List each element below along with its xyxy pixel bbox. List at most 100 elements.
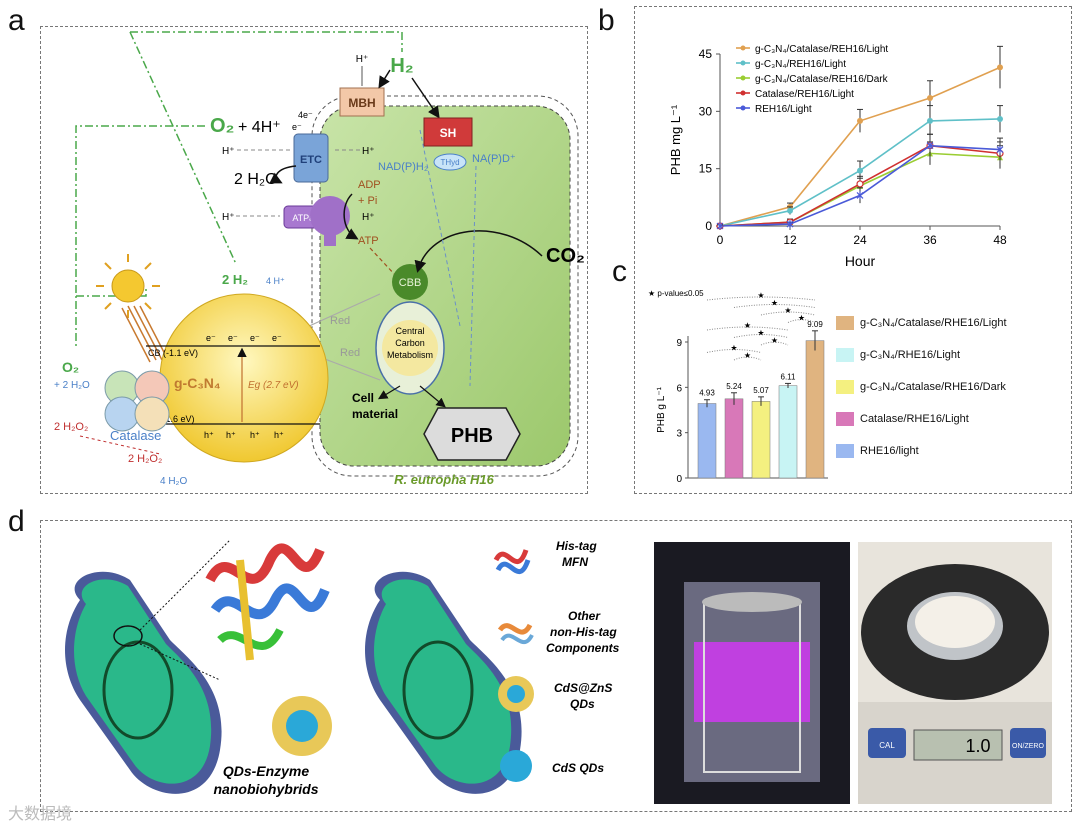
legend-label: REH16/Light	[755, 104, 812, 115]
significance-bracket	[733, 304, 816, 308]
panel-d-frame	[40, 520, 1072, 812]
catalase-label: Catalase	[110, 428, 161, 443]
value-label: 9.09	[807, 320, 823, 329]
value-label: 5.24	[726, 382, 742, 391]
red-label-2: Red	[340, 347, 360, 359]
cell-material-1: Cell	[352, 391, 374, 405]
legend-item: g-C₃N₄/Catalase/RHE16/Dark	[836, 380, 1006, 394]
significance-star: ★	[744, 351, 751, 360]
h-label-3: h⁺	[250, 430, 260, 440]
x-tick-label: 48	[993, 233, 1007, 247]
reactor-photo	[654, 542, 850, 804]
o2-rhs-label: + 4H⁺	[238, 119, 281, 136]
four-h2o-label: 4 H₂O	[160, 476, 187, 487]
y-tick-label: 0	[676, 474, 682, 485]
legend-label: g-C₃N₄/REH16/Light	[755, 59, 846, 70]
legend-label: Catalase/RHE16/Light	[860, 413, 969, 425]
legend-label: g-C₃N₄/Catalase/RHE16/Dark	[860, 381, 1006, 393]
legend-label: g-C₃N₄/Catalase/REH16/Dark	[755, 74, 889, 85]
data-point	[716, 222, 724, 230]
other-label-2: non-His-tag	[550, 625, 617, 639]
data-point	[857, 117, 863, 124]
legend-swatch	[836, 412, 854, 426]
water-label: 2 H₂O	[234, 171, 278, 188]
x-tick-label: 36	[923, 233, 937, 247]
h-label-2: h⁺	[226, 430, 236, 440]
legend-marker	[740, 45, 746, 51]
hybrid-label-1: QDs-Enzyme	[223, 763, 310, 779]
significance-note: ★ p-value≤0.05	[648, 289, 704, 298]
other-components-icon	[497, 623, 534, 644]
e-label-1: e⁻	[206, 333, 216, 343]
y-tick-label: 45	[699, 47, 713, 61]
h-label-1: h⁺	[204, 430, 214, 440]
significance-star: ★	[784, 306, 791, 315]
adp-label: ADP	[358, 179, 381, 191]
scale-display: 1.0	[965, 736, 990, 756]
cds-zns-label-2: QDs	[570, 697, 595, 711]
significance-star: ★	[771, 336, 778, 345]
red-label-1: Red	[330, 315, 350, 327]
phb-label: PHB	[451, 425, 493, 447]
h-atp-right: H⁺	[362, 212, 375, 223]
y-tick-label: 0	[705, 219, 712, 233]
significance-star: ★	[730, 344, 737, 353]
e-label-4: e⁻	[272, 333, 282, 343]
scale-photo: CAL ON/ZERO 1.0	[858, 542, 1052, 804]
data-point	[996, 145, 1004, 154]
panel-d-illustration: QDs-Enzyme nanobiohybrids His-tag MFN Ot…	[65, 539, 620, 797]
h-label-4: h⁺	[274, 430, 284, 440]
scale-button-left: CAL	[879, 741, 895, 750]
eg-label: Eg (2.7 eV)	[248, 380, 299, 391]
panel-letter-d: d	[8, 505, 25, 538]
significance-star: ★	[798, 314, 805, 323]
y-tick-label: 9	[676, 338, 682, 349]
cell-material-2: material	[352, 407, 398, 421]
sh-label: SH	[440, 126, 457, 140]
sun-icon	[96, 254, 160, 318]
value-label: 6.11	[781, 372, 797, 381]
cds-label: CdS QDs	[552, 761, 604, 775]
significance-bracket	[733, 356, 762, 361]
central-metabolism-2: Carbon	[395, 338, 425, 348]
significance-star: ★	[757, 291, 764, 300]
legend-label: Catalase/REH16/Light	[755, 89, 854, 100]
his-tag-label-1: His-tag	[556, 539, 597, 553]
legend-item: RHE16/light	[836, 444, 919, 458]
two-h2-label: 2 H₂	[222, 272, 248, 287]
e-label-2: e⁻	[228, 333, 238, 343]
legend-label: g-C₃N₄/RHE16/Light	[860, 349, 961, 361]
y-tick-label: 3	[676, 429, 682, 440]
significance-bracket	[760, 341, 789, 346]
significance-star: ★	[757, 329, 764, 338]
legend-item: g-C₃N₄/RHE16/Light	[836, 348, 960, 362]
co2-label: CO₂	[546, 245, 585, 267]
e-label-3: e⁻	[250, 333, 260, 343]
hybrid-label-2: nanobiohybrids	[214, 781, 319, 797]
watermark: 大数据境	[8, 806, 73, 823]
gc3n4-label: g-C₃N₄	[174, 375, 221, 391]
bar	[697, 403, 717, 479]
data-point	[856, 180, 864, 188]
e-minus-label: e⁻	[292, 122, 302, 132]
vb-label: VB (1.6 eV)	[148, 414, 195, 424]
bacterium-left	[65, 571, 222, 794]
y-axis-label: PHB mg L⁻¹	[668, 104, 683, 175]
h-atp-left: H⁺	[222, 212, 235, 223]
legend-label: RHE16/light	[860, 445, 919, 457]
cds-qd-icon	[500, 750, 532, 782]
e4-label: 4e⁻	[298, 110, 313, 120]
h2o2-label-a: 2 H₂O₂	[54, 421, 88, 433]
nadph-label: NAD(P)H₂	[378, 161, 428, 173]
panel-letter-a: a	[8, 4, 25, 37]
y-tick-label: 15	[699, 162, 713, 176]
data-point	[926, 141, 934, 150]
cbb-label: CBB	[399, 277, 422, 289]
x-tick-label: 12	[783, 233, 797, 247]
atpase-label: ATPase	[292, 213, 323, 223]
legend-marker	[740, 90, 746, 96]
other-label-3: Components	[546, 641, 620, 655]
value-label: 4.93	[699, 389, 715, 398]
